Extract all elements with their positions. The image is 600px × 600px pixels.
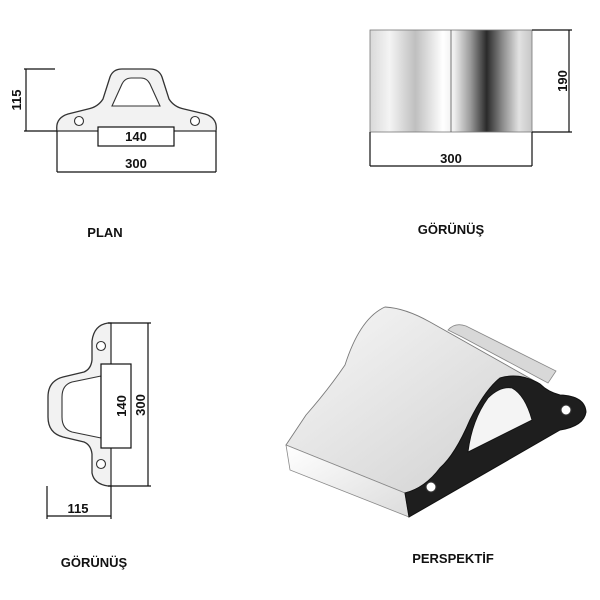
side-bolt-hole-top bbox=[95, 340, 107, 352]
side-dim-length-line bbox=[108, 322, 151, 487]
plan-bolt-hole-left bbox=[73, 115, 85, 127]
side-dim-length: 300 bbox=[133, 394, 148, 416]
side-inner-dim-box bbox=[100, 363, 132, 449]
side-bolt-hole-bottom bbox=[95, 458, 107, 470]
side-caption: GÖRÜNÜŞ bbox=[61, 555, 128, 570]
side-view: 140 300 115 GÖRÜNÜŞ bbox=[46, 322, 151, 570]
front-dim-height: 190 bbox=[555, 70, 570, 92]
perspective-view: PERSPEKTİF bbox=[285, 306, 587, 566]
side-dim-depth-line bbox=[46, 486, 112, 519]
perspective-bolt-hole-right bbox=[560, 404, 572, 416]
plan-caption: PLAN bbox=[87, 225, 122, 240]
side-inner-opening bbox=[61, 375, 102, 439]
front-dim-height-line bbox=[532, 29, 572, 133]
plan-dim-width: 300 bbox=[125, 156, 147, 171]
perspective-bolt-hole-left bbox=[425, 481, 437, 493]
plan-dim-height: 115 bbox=[9, 90, 24, 111]
perspective-end-profile bbox=[404, 375, 587, 518]
front-dim-width-line bbox=[369, 132, 533, 167]
side-dim-depth: 115 bbox=[68, 501, 89, 516]
perspective-arch-opening bbox=[467, 387, 533, 453]
plan-bolt-hole-right bbox=[189, 115, 201, 127]
plan-dim-inner: 140 bbox=[125, 129, 147, 144]
perspective-caption: PERSPEKTİF bbox=[412, 551, 494, 566]
plan-dim-height-line bbox=[24, 68, 57, 132]
perspective-back-top bbox=[447, 324, 557, 384]
plan-inner-dim-box bbox=[97, 126, 175, 147]
side-dim-inner: 140 bbox=[114, 395, 129, 417]
front-dim-width: 300 bbox=[440, 151, 462, 166]
plan-dim-width-line bbox=[56, 131, 217, 173]
front-caption: GÖRÜNÜŞ bbox=[418, 222, 485, 237]
plan-inner-opening bbox=[111, 77, 161, 107]
front-view: 190 300 GÖRÜNÜŞ bbox=[369, 29, 572, 237]
plan-view: 140 300 115 PLAN bbox=[9, 68, 217, 240]
